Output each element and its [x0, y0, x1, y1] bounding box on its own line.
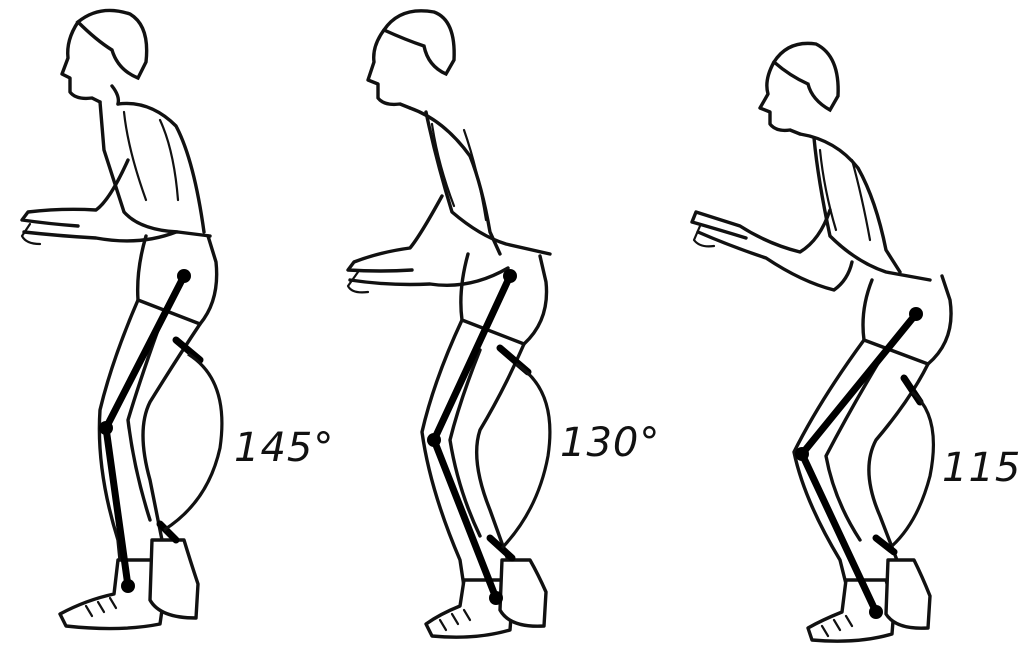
player-drawing-2	[340, 0, 680, 655]
knee-angle-label-2: 130°	[560, 420, 660, 466]
player-figure-1: 145°	[0, 0, 340, 655]
knee-angle-label-1: 145°	[234, 425, 334, 471]
player-figure-3: 115'	[680, 0, 1025, 655]
knee-angle-label-3: 115'	[942, 445, 1025, 491]
player-drawing-1	[0, 0, 340, 655]
player-drawing-3	[680, 0, 1025, 655]
player-figure-2: 130°	[340, 0, 680, 655]
